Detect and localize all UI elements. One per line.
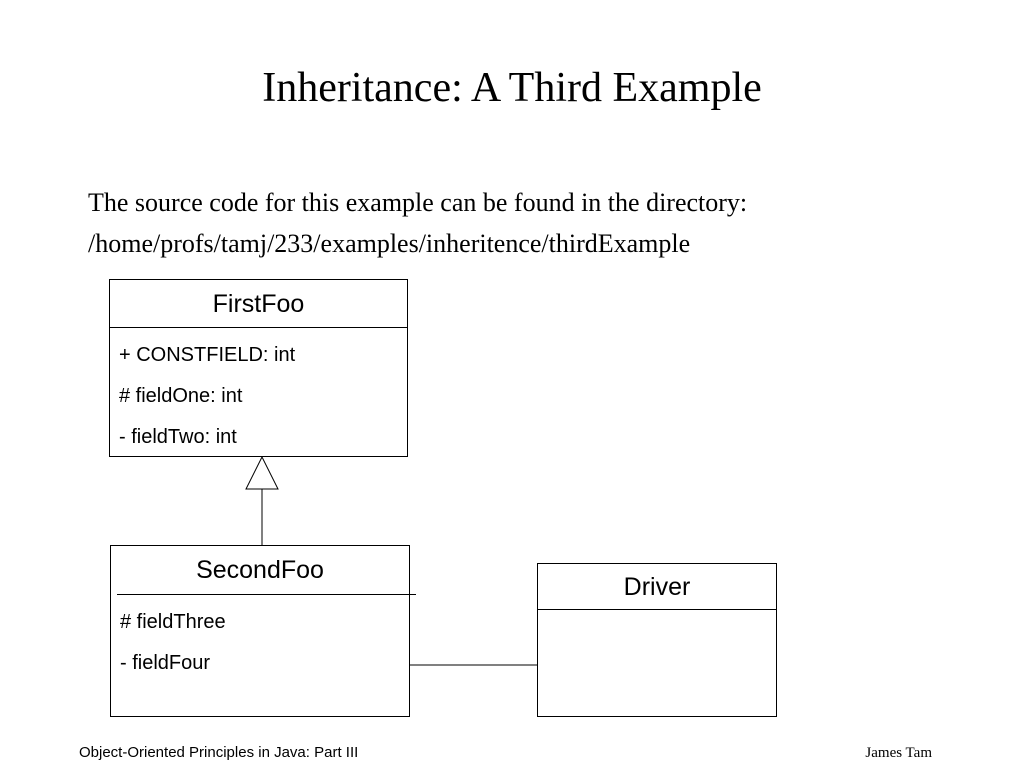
attribute-fieldfour: - fieldFour: [120, 652, 211, 674]
generalization-arrow: [245, 455, 279, 545]
class-name-secondfoo: SecondFoo: [196, 556, 324, 584]
attribute-constfield: + CONSTFIELD: int: [119, 344, 296, 366]
class-box-driver: Driver: [537, 563, 777, 717]
class-name-driver: Driver: [623, 573, 691, 601]
generalization-arrowhead: [245, 455, 279, 490]
class-box-secondfoo: SecondFoo # fieldThree - fieldFour: [110, 545, 416, 717]
footer-course-title: Object-Oriented Principles in Java: Part…: [79, 744, 359, 761]
class-divider: [538, 609, 776, 610]
attribute-fieldtwo: - fieldTwo: int: [119, 426, 237, 448]
body-text-line-1: The source code for this example can be …: [88, 188, 748, 217]
directory-path: /home/profs/tamj/233/examples/inheritenc…: [88, 229, 691, 258]
attribute-fieldthree: # fieldThree: [120, 611, 226, 633]
attribute-fieldone: # fieldOne: int: [119, 385, 243, 407]
slide-title: Inheritance: A Third Example: [262, 65, 762, 111]
class-divider: [110, 327, 407, 328]
class-divider: [117, 594, 416, 595]
class-name-firstfoo: FirstFoo: [212, 290, 305, 318]
footer-author: James Tam: [865, 745, 932, 761]
class-box-firstfoo: FirstFoo + CONSTFIELD: int # fieldOne: i…: [109, 279, 408, 457]
